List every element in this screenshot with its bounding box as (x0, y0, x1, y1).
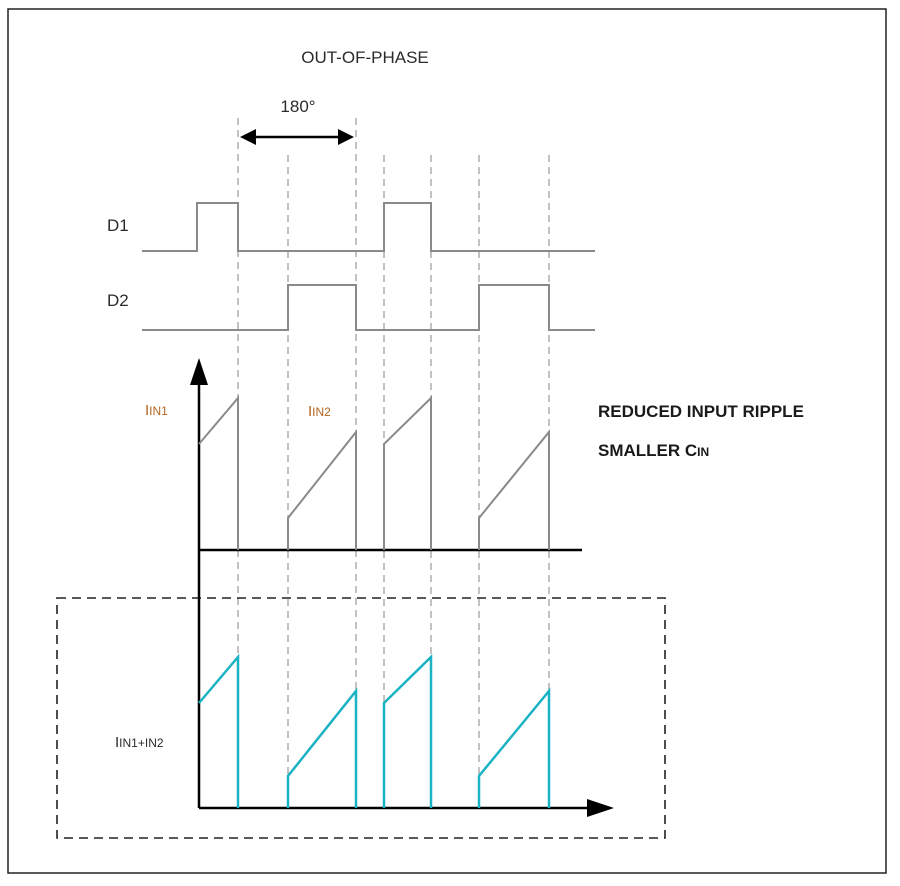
diagram-title: OUT-OF-PHASE (301, 48, 429, 67)
phase-shift-arrow-right (338, 129, 354, 145)
current-label-iin2: IIN2 (308, 403, 331, 420)
upper-y-axis-arrow (190, 358, 208, 385)
iin1-ramp-2 (383, 395, 432, 550)
outer-frame (7, 8, 887, 874)
sum-ramp-1 (198, 653, 240, 808)
note-smaller-cin: SMALLER CIN (598, 441, 709, 460)
iin1-ramp-1 (198, 395, 239, 550)
phase-guide-lines (237, 118, 550, 808)
summed-current-waveform (198, 653, 551, 808)
phase-shift-label: 180° (280, 97, 315, 116)
signal-label-d1: D1 (107, 216, 129, 235)
current-label-iin-sum: IIN1+IN2 (115, 734, 164, 751)
lower-x-axis-arrow (587, 799, 614, 817)
sum-ramp-3 (382, 654, 433, 808)
current-label-iin1: IIN1 (145, 402, 168, 419)
sum-ramp-4 (477, 687, 551, 808)
signal-d1-waveform (142, 202, 595, 252)
summed-current-highlight-box (56, 597, 666, 839)
phase-currents-waveform (198, 395, 550, 550)
iin2-ramp-2 (478, 429, 550, 550)
sum-ramp-2 (286, 687, 358, 808)
phase-shift-arrow-left (240, 129, 256, 145)
signal-label-d2: D2 (107, 291, 129, 310)
note-reduced-ripple: REDUCED INPUT RIPPLE (598, 402, 804, 421)
iin2-ramp-1 (287, 429, 357, 550)
signal-d2-waveform (142, 284, 595, 331)
